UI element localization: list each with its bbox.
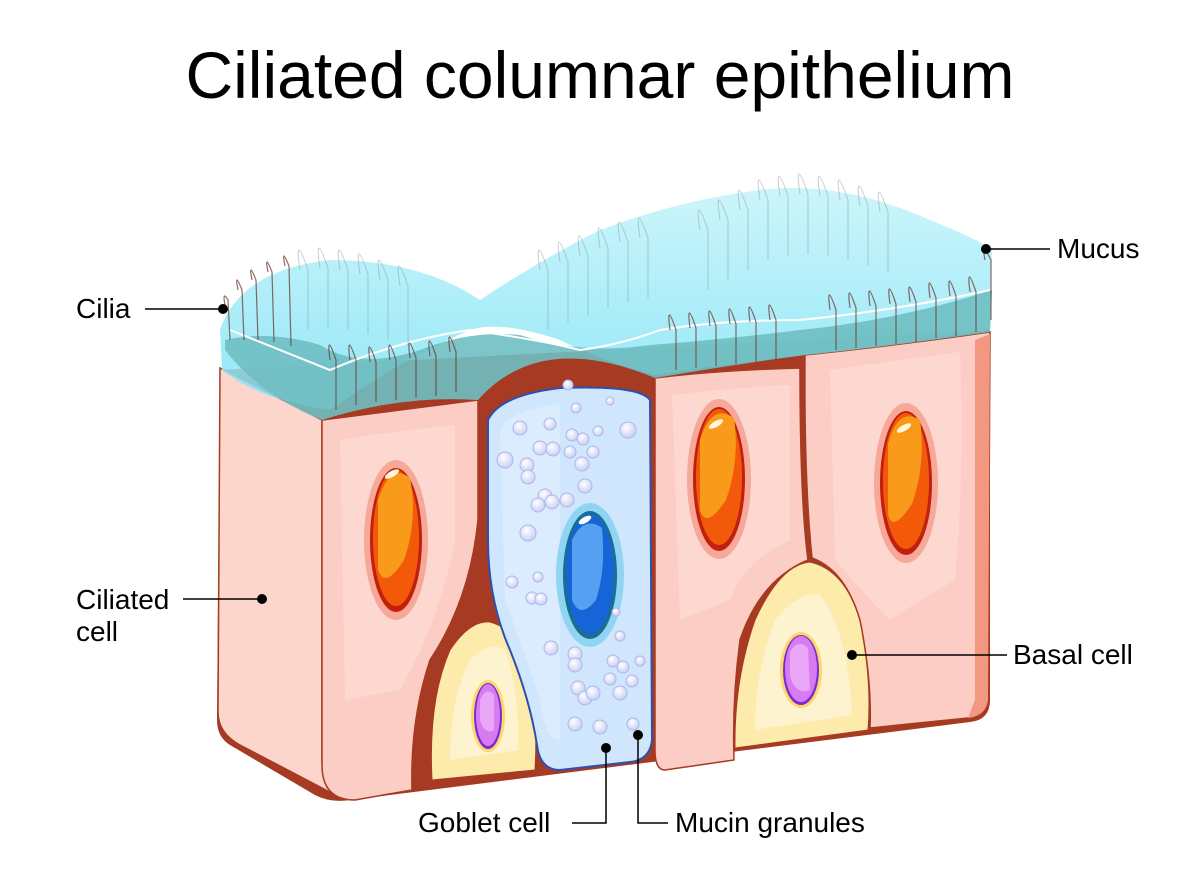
- goblet-cell-pointer-dot: [601, 743, 611, 753]
- mucus-pointer-dot: [981, 244, 991, 254]
- ciliated-cell-1: [321, 399, 479, 801]
- label-cilia: Cilia: [76, 293, 131, 324]
- cilia-strands-faint: [297, 173, 889, 346]
- label-ciliated-cell-line1: Ciliated: [76, 584, 170, 615]
- mucin-granules-leader-line: [637, 735, 668, 824]
- leader-lines: [145, 248, 1050, 824]
- mucus-layer: [220, 188, 992, 420]
- label-goblet-cell: Goblet cell: [418, 807, 551, 838]
- diagram-title: Ciliated columnar epithelium: [185, 38, 1015, 112]
- leader-dots: [218, 244, 991, 753]
- goblet-cell-leader-line: [572, 748, 607, 824]
- ciliated-cell-pointer-dot: [257, 594, 267, 604]
- basal-cell-pointer-dot: [847, 650, 857, 660]
- mucin-granules-group: [496, 379, 646, 735]
- goblet-cell: [487, 379, 654, 772]
- cilia-pointer-dot: [218, 304, 228, 314]
- ciliated-cell-2: [654, 367, 809, 771]
- basal-cell-1: [430, 621, 537, 781]
- mucin-granules-pointer-dot: [633, 730, 643, 740]
- label-basal-cell: Basal cell: [1013, 639, 1133, 670]
- cilia-strands: [223, 249, 992, 410]
- label-ciliated-cell-line2: cell: [76, 616, 119, 647]
- basal-cell-2: [734, 561, 870, 749]
- label-mucus: Mucus: [1057, 233, 1140, 264]
- label-mucin-granules: Mucin granules: [675, 807, 865, 838]
